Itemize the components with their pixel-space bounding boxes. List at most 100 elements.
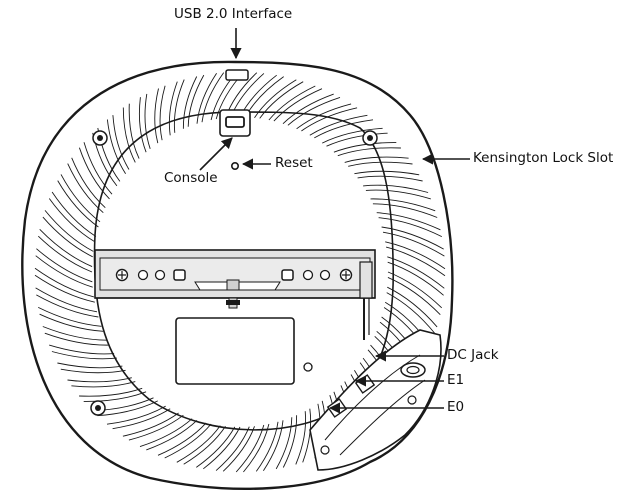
ridge-line <box>157 422 207 456</box>
ridge-line <box>164 423 212 459</box>
ridge-line <box>275 417 293 470</box>
ridge-line <box>333 142 397 153</box>
ridge-line <box>36 294 99 318</box>
ridge-line <box>386 292 436 334</box>
led-indicator <box>303 362 313 372</box>
ridge-line <box>37 235 93 273</box>
ridge-line <box>38 306 102 327</box>
ridge-line <box>128 414 184 441</box>
ridge-line <box>387 276 441 316</box>
ridge-line <box>182 76 198 129</box>
ridge-line <box>44 210 94 252</box>
ridge-line <box>49 344 115 355</box>
ridge-line <box>35 287 98 313</box>
ridge-line <box>385 241 446 270</box>
ridge-line <box>60 174 101 223</box>
ridge-line <box>372 203 438 218</box>
ridge-line <box>159 85 166 141</box>
ridge-line <box>35 255 93 288</box>
ridge-line <box>39 228 93 268</box>
ridge-line <box>365 189 431 200</box>
ridge-line <box>259 81 304 119</box>
ridge-line <box>273 88 323 122</box>
console-port <box>225 116 245 128</box>
ridge-line <box>203 426 241 470</box>
ridge-line <box>51 351 117 360</box>
ridge-line <box>83 142 113 195</box>
bracket-latch-screw <box>226 297 240 309</box>
ridge-line <box>138 97 147 153</box>
ridge-line <box>42 216 93 258</box>
ridge-line <box>282 93 334 125</box>
ridge-line <box>326 132 388 147</box>
ridge-line <box>57 362 123 369</box>
bracket-side-latch <box>359 261 373 340</box>
ridge-line <box>254 79 297 118</box>
ridge-line <box>387 286 438 328</box>
ridge-line <box>348 161 413 167</box>
ridge-line <box>287 96 341 126</box>
screw-bottom-left <box>90 400 106 416</box>
e1-label: E1 <box>447 372 465 388</box>
ridge-line <box>268 85 316 121</box>
ridge-line <box>354 170 420 176</box>
ridge-line <box>222 426 255 472</box>
ridge-line <box>39 313 104 332</box>
ridge-line <box>322 127 383 144</box>
ridge-line <box>363 184 429 193</box>
ridge-line <box>44 332 110 346</box>
ridge-line <box>344 156 409 163</box>
ridge-line <box>382 231 445 257</box>
ridge-line <box>106 119 126 174</box>
reset-label: Reset <box>275 155 313 171</box>
ridge-line <box>122 412 179 437</box>
ridge-line <box>34 267 95 298</box>
kensington-lock-slot-label: Kensington Lock Slot <box>473 150 614 166</box>
ridge-line <box>296 103 352 130</box>
ridge-line <box>128 103 140 159</box>
ridge-line <box>34 274 95 303</box>
ridge-line <box>295 411 307 465</box>
usb-port <box>225 69 249 81</box>
ridge-line <box>243 423 270 473</box>
ridge-line <box>146 419 198 451</box>
ridge-line <box>78 147 110 200</box>
ridge-line <box>387 261 444 296</box>
ridge-line <box>263 420 284 471</box>
ridge-line <box>67 377 132 383</box>
ridge-line <box>71 381 136 388</box>
ridge-line <box>48 198 96 243</box>
ridge-line <box>376 212 441 231</box>
ridge-line <box>71 157 106 209</box>
ridge-line <box>168 81 178 136</box>
ridge-line <box>139 418 193 448</box>
screw-top-right <box>362 130 378 146</box>
ridge-line <box>154 88 159 144</box>
reset-pinhole <box>231 162 240 171</box>
console-callout-arrow <box>199 137 233 171</box>
ridge-line <box>357 175 423 182</box>
ridge-line <box>144 93 151 149</box>
usb-interface-label: USB 2.0 Interface <box>174 6 293 22</box>
ridge-line <box>314 119 374 139</box>
ridge-line <box>378 217 442 238</box>
ridge-line <box>282 415 298 468</box>
screw-top-left <box>92 130 108 146</box>
ridge-line <box>42 326 108 341</box>
ridge-line <box>196 73 217 124</box>
ridge-line <box>235 424 265 473</box>
ridge-line <box>187 74 205 127</box>
ridge-line <box>57 180 99 228</box>
ridge-line <box>215 426 250 471</box>
ridge-line <box>381 226 444 250</box>
ridge-line <box>387 256 445 289</box>
ridge-line <box>387 271 443 309</box>
ridge-line <box>385 246 446 277</box>
ridge-line <box>122 107 136 163</box>
ridge-line <box>302 408 312 463</box>
ridge-line <box>255 421 279 472</box>
ridge-line <box>112 115 130 170</box>
ridge-line <box>106 405 166 425</box>
